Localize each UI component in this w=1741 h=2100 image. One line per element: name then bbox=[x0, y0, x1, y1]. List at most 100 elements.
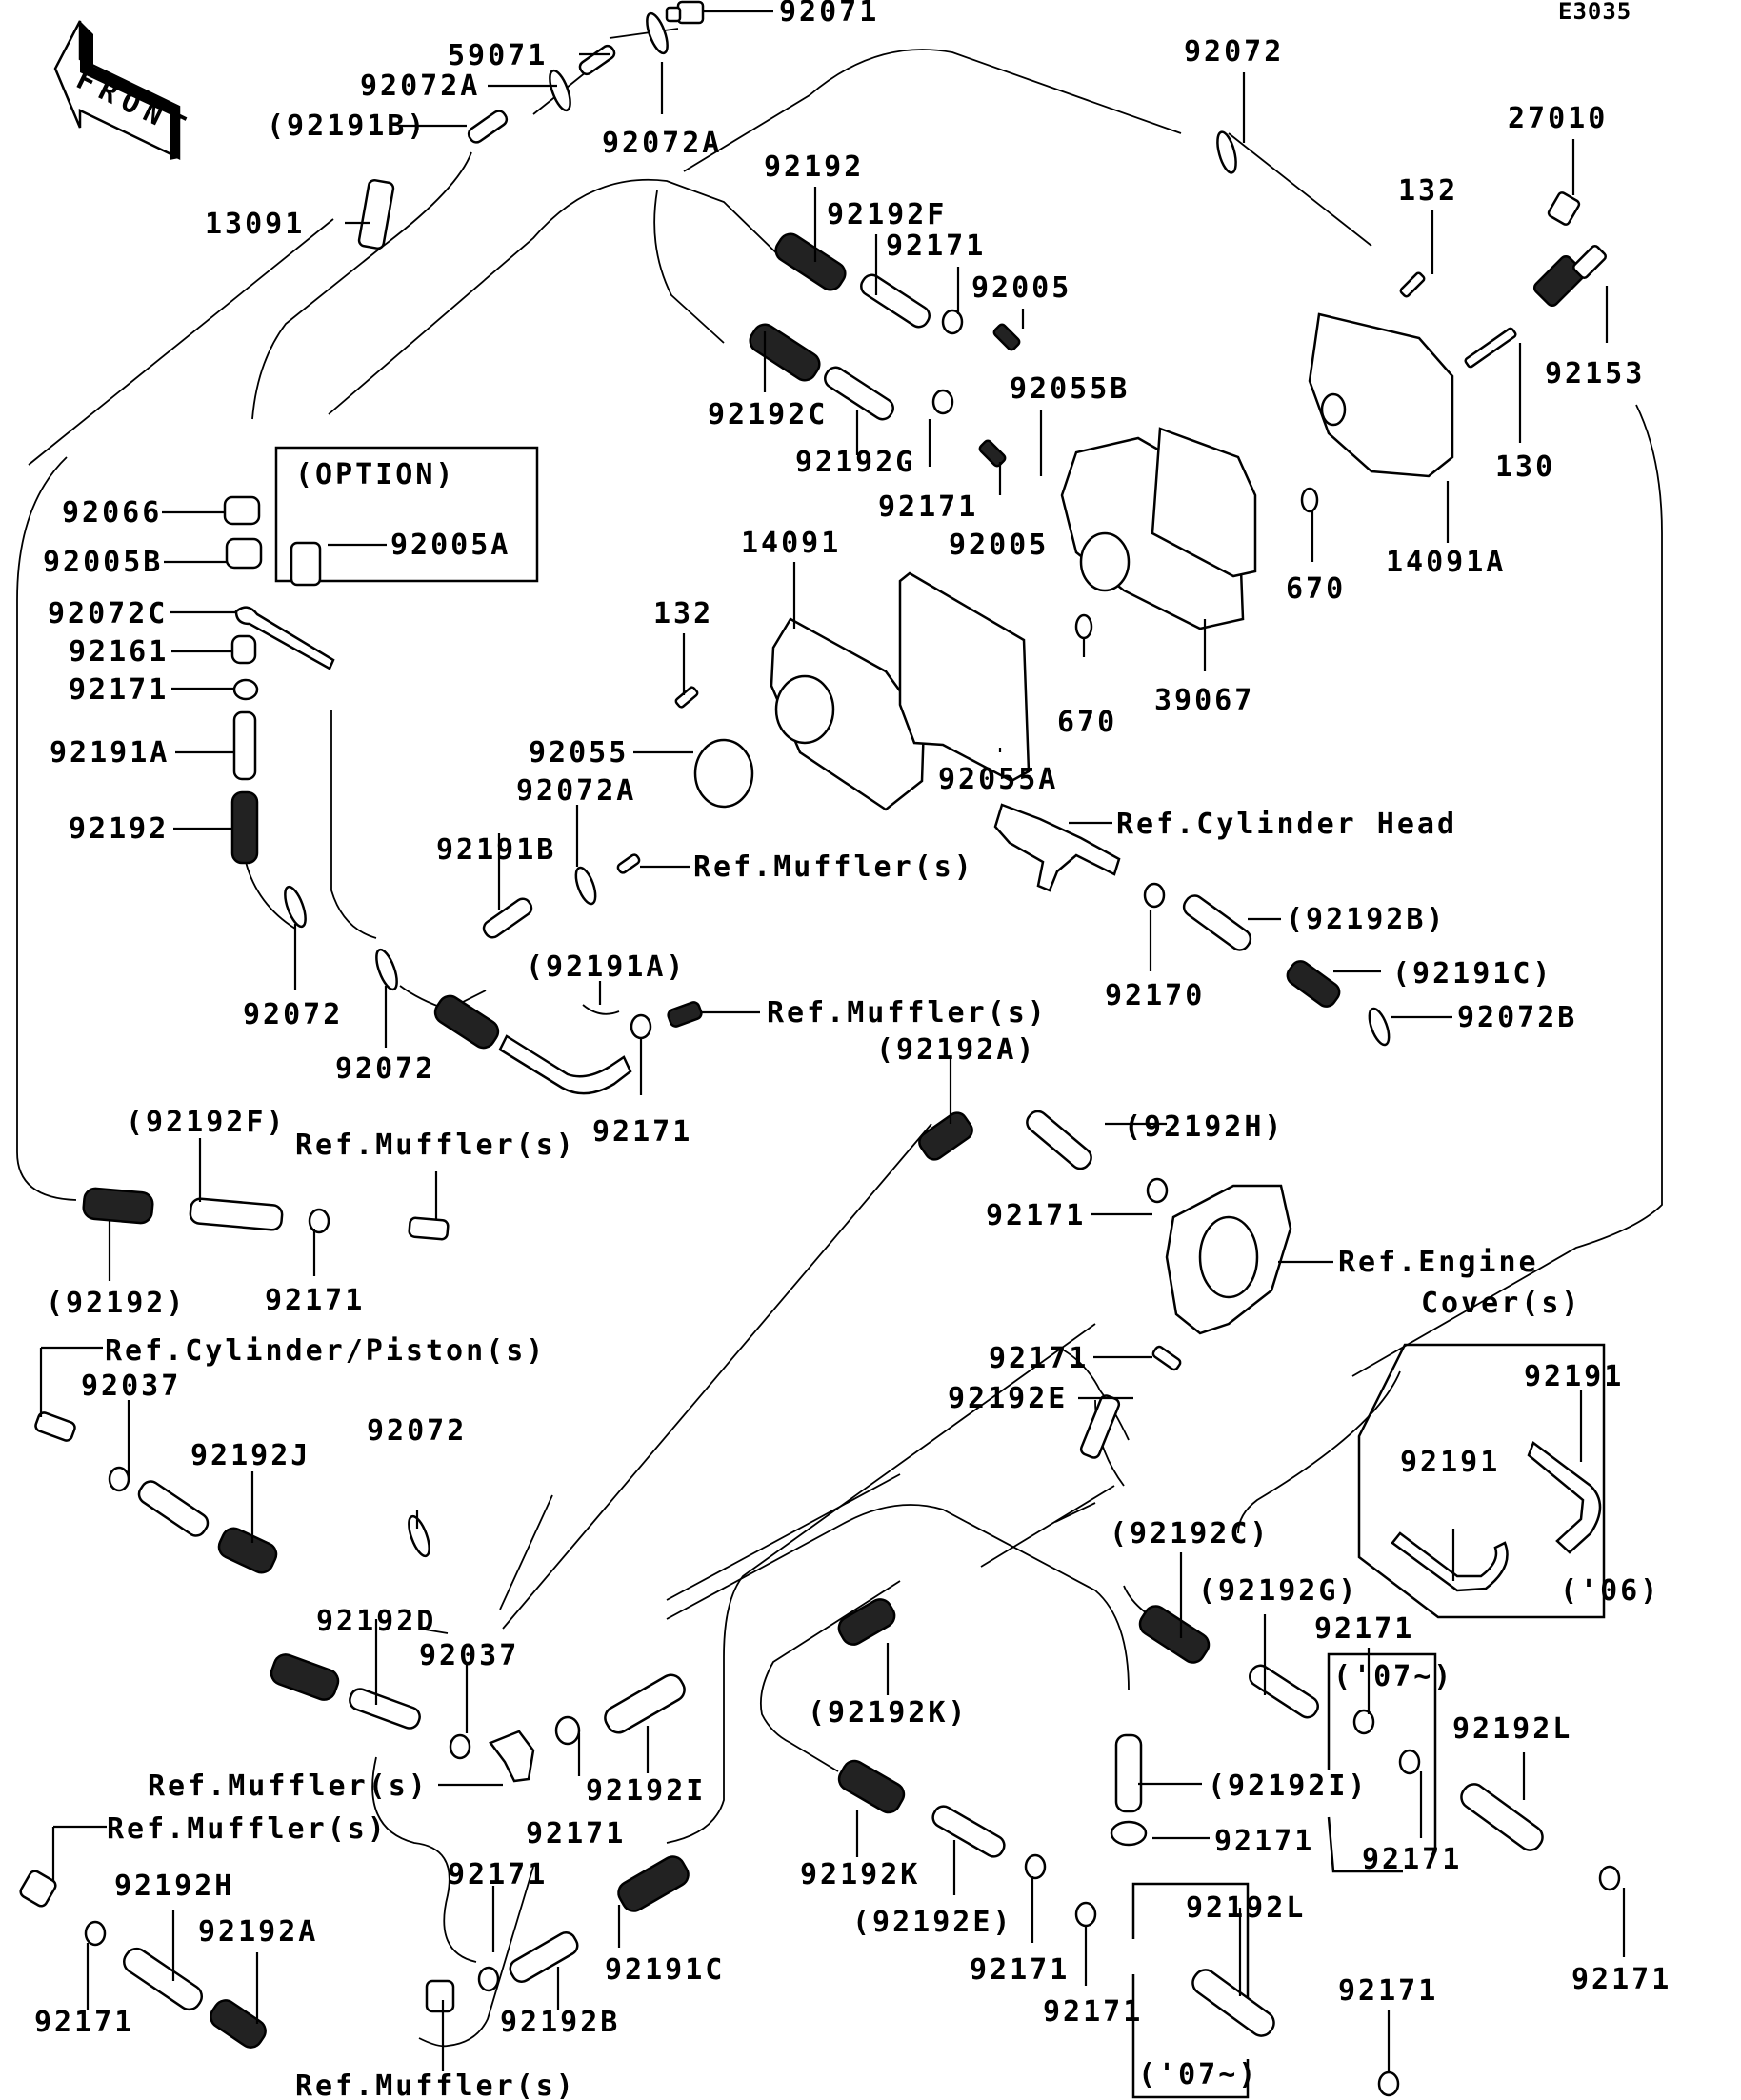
clip-92072A-icon bbox=[646, 11, 669, 55]
label-130: 130 bbox=[1495, 450, 1555, 484]
option-box bbox=[274, 446, 539, 583]
oring-92055-icon bbox=[693, 738, 754, 809]
year-06-box bbox=[1357, 1343, 1606, 1619]
hose-92192D-lower-icon bbox=[270, 1653, 340, 1701]
label-92191C-paren: (92191C) bbox=[1392, 957, 1553, 990]
hose-92192A-icon bbox=[210, 1999, 267, 2049]
label-92171: 92171 bbox=[878, 490, 978, 524]
label-92072A: 92072A bbox=[516, 774, 636, 808]
label-92192-paren: (92192) bbox=[46, 1287, 186, 1320]
label-92171: 92171 bbox=[1314, 1612, 1414, 1646]
clip-92072A-b-icon bbox=[549, 69, 571, 112]
hose-92192-p-icon bbox=[82, 1187, 154, 1225]
label-92192E: 92192E bbox=[948, 1382, 1068, 1415]
clamp-92171-m-icon bbox=[1398, 1749, 1421, 1775]
label-92005A: 92005A bbox=[390, 529, 510, 562]
hose-92192-mid-icon bbox=[433, 994, 500, 1050]
label-92171: 92171 bbox=[1338, 1974, 1438, 2008]
label-13091: 13091 bbox=[205, 208, 305, 241]
label-132: 132 bbox=[653, 597, 713, 630]
ref-cylinder-piston: Ref.Cylinder/Piston(s) bbox=[105, 1334, 546, 1368]
pin-59071-icon bbox=[578, 44, 616, 76]
bolt-130-icon bbox=[1464, 327, 1517, 369]
hose-92191C-icon bbox=[617, 1855, 690, 1912]
label-92191B: 92191B bbox=[436, 833, 556, 867]
ref-cylinder-head: Ref.Cylinder Head bbox=[1116, 808, 1457, 841]
hose-92192J-lower-icon bbox=[137, 1480, 210, 1537]
hose-92191A-icon bbox=[232, 710, 257, 781]
label-92072B: 92072B bbox=[1457, 1001, 1577, 1034]
part-labels: 92071 59071 92072A (92191B) 92072A 13091… bbox=[34, 0, 1671, 2100]
front-arrow-icon: FRONT bbox=[53, 20, 197, 160]
label-92171: 92171 bbox=[1571, 1963, 1671, 1996]
gasket-92055A-icon bbox=[898, 571, 1031, 783]
hose-92191C-p-icon bbox=[1286, 960, 1341, 1008]
clamp-92171-j-icon bbox=[1352, 1709, 1375, 1735]
label-92072: 92072 bbox=[335, 1052, 435, 1086]
joint-ref-cylinder-head-icon bbox=[993, 803, 1121, 892]
label-92171: 92171 bbox=[1043, 1995, 1143, 2029]
clip-92072-top-icon bbox=[1216, 130, 1237, 174]
clip-92072-1-icon bbox=[284, 885, 307, 929]
clamp-92171-c-icon bbox=[232, 678, 259, 701]
hose-92192C-icon bbox=[749, 323, 821, 382]
label-92192A: 92192A bbox=[198, 1915, 318, 1949]
label-92071: 92071 bbox=[779, 0, 879, 29]
hose-92192F-p-icon bbox=[189, 1197, 284, 1231]
ref-muffler: Ref.Muffler(s) bbox=[107, 1812, 388, 1846]
label-92192: 92192 bbox=[764, 150, 864, 184]
hose-92192J-icon bbox=[217, 1527, 278, 1574]
option-box-label: (OPTION) bbox=[295, 458, 456, 491]
hose-92192K-p-icon bbox=[837, 1598, 896, 1646]
gasket-92055B-icon bbox=[1151, 427, 1257, 578]
clamp-92171-e-icon bbox=[1146, 1177, 1169, 1204]
label-92192K-paren: (92192K) bbox=[808, 1696, 969, 1730]
year-07-box-a bbox=[1327, 1652, 1437, 1873]
hose-92192L-b-icon bbox=[1191, 1969, 1275, 2037]
diagram-code: E3035 bbox=[1558, 0, 1631, 25]
clip-92072-2-icon bbox=[375, 948, 398, 991]
label-92072: 92072 bbox=[243, 998, 343, 1031]
bolt-132-icon bbox=[1399, 271, 1426, 298]
nipple-92005-a-icon bbox=[992, 323, 1021, 351]
block-13091-icon bbox=[357, 178, 395, 250]
label-92072: 92072 bbox=[1184, 35, 1284, 69]
hose-92192G-icon bbox=[824, 366, 894, 421]
clamp-92171-f2-icon bbox=[308, 1208, 330, 1234]
label-92153: 92153 bbox=[1545, 357, 1645, 390]
label-92191: 92191 bbox=[1400, 1446, 1500, 1479]
label-92192I: 92192I bbox=[586, 1774, 706, 1808]
clamp-92171-p-icon bbox=[1377, 2070, 1400, 2097]
year-07-label-b: ('07~) bbox=[1138, 2058, 1258, 2091]
fitting-ref-muffler-6-icon bbox=[425, 1979, 455, 2013]
hose-92192-left-icon bbox=[230, 790, 259, 865]
hose-92192A-p-icon bbox=[918, 1111, 973, 1161]
ref-engine-cover-line2: Cover(s) bbox=[1421, 1287, 1582, 1320]
label-92171: 92171 bbox=[265, 1284, 365, 1317]
label-92005: 92005 bbox=[971, 271, 1071, 305]
label-92072A: 92072A bbox=[360, 70, 480, 103]
label-92192B: 92192B bbox=[500, 2006, 620, 2039]
fitting-ref-muffler-1-icon bbox=[616, 853, 641, 874]
label-39067: 39067 bbox=[1154, 684, 1254, 717]
fitting-ref-muffler-2-icon bbox=[667, 1001, 703, 1028]
label-92192H: 92192H bbox=[114, 1870, 234, 1903]
hose-92192G-p-icon bbox=[1249, 1664, 1319, 1719]
hose-92191A-mid-icon bbox=[498, 1034, 632, 1095]
year-07-label-a: ('07~) bbox=[1333, 1660, 1453, 1693]
oring-670-b-icon bbox=[1074, 613, 1093, 640]
clamp-92171-k-icon bbox=[84, 1920, 107, 1947]
year-07-box-b bbox=[1131, 1882, 1250, 2099]
clamp-92171-q-icon bbox=[477, 1966, 500, 1992]
label-92055: 92055 bbox=[529, 736, 629, 770]
ref-muffler: Ref.Muffler(s) bbox=[295, 2070, 576, 2100]
oring-670-a-icon bbox=[1300, 487, 1319, 513]
label-92191: 92191 bbox=[1524, 1360, 1624, 1393]
hose-92192I-p-icon bbox=[1114, 1733, 1143, 1813]
hose-92192H-icon bbox=[123, 1947, 203, 2011]
fitting-92005A-icon bbox=[290, 541, 322, 587]
label-92170: 92170 bbox=[1105, 979, 1205, 1012]
hose-92192K-icon bbox=[837, 1759, 906, 1814]
label-92171: 92171 bbox=[989, 1342, 1089, 1375]
label-92161: 92161 bbox=[69, 635, 169, 669]
